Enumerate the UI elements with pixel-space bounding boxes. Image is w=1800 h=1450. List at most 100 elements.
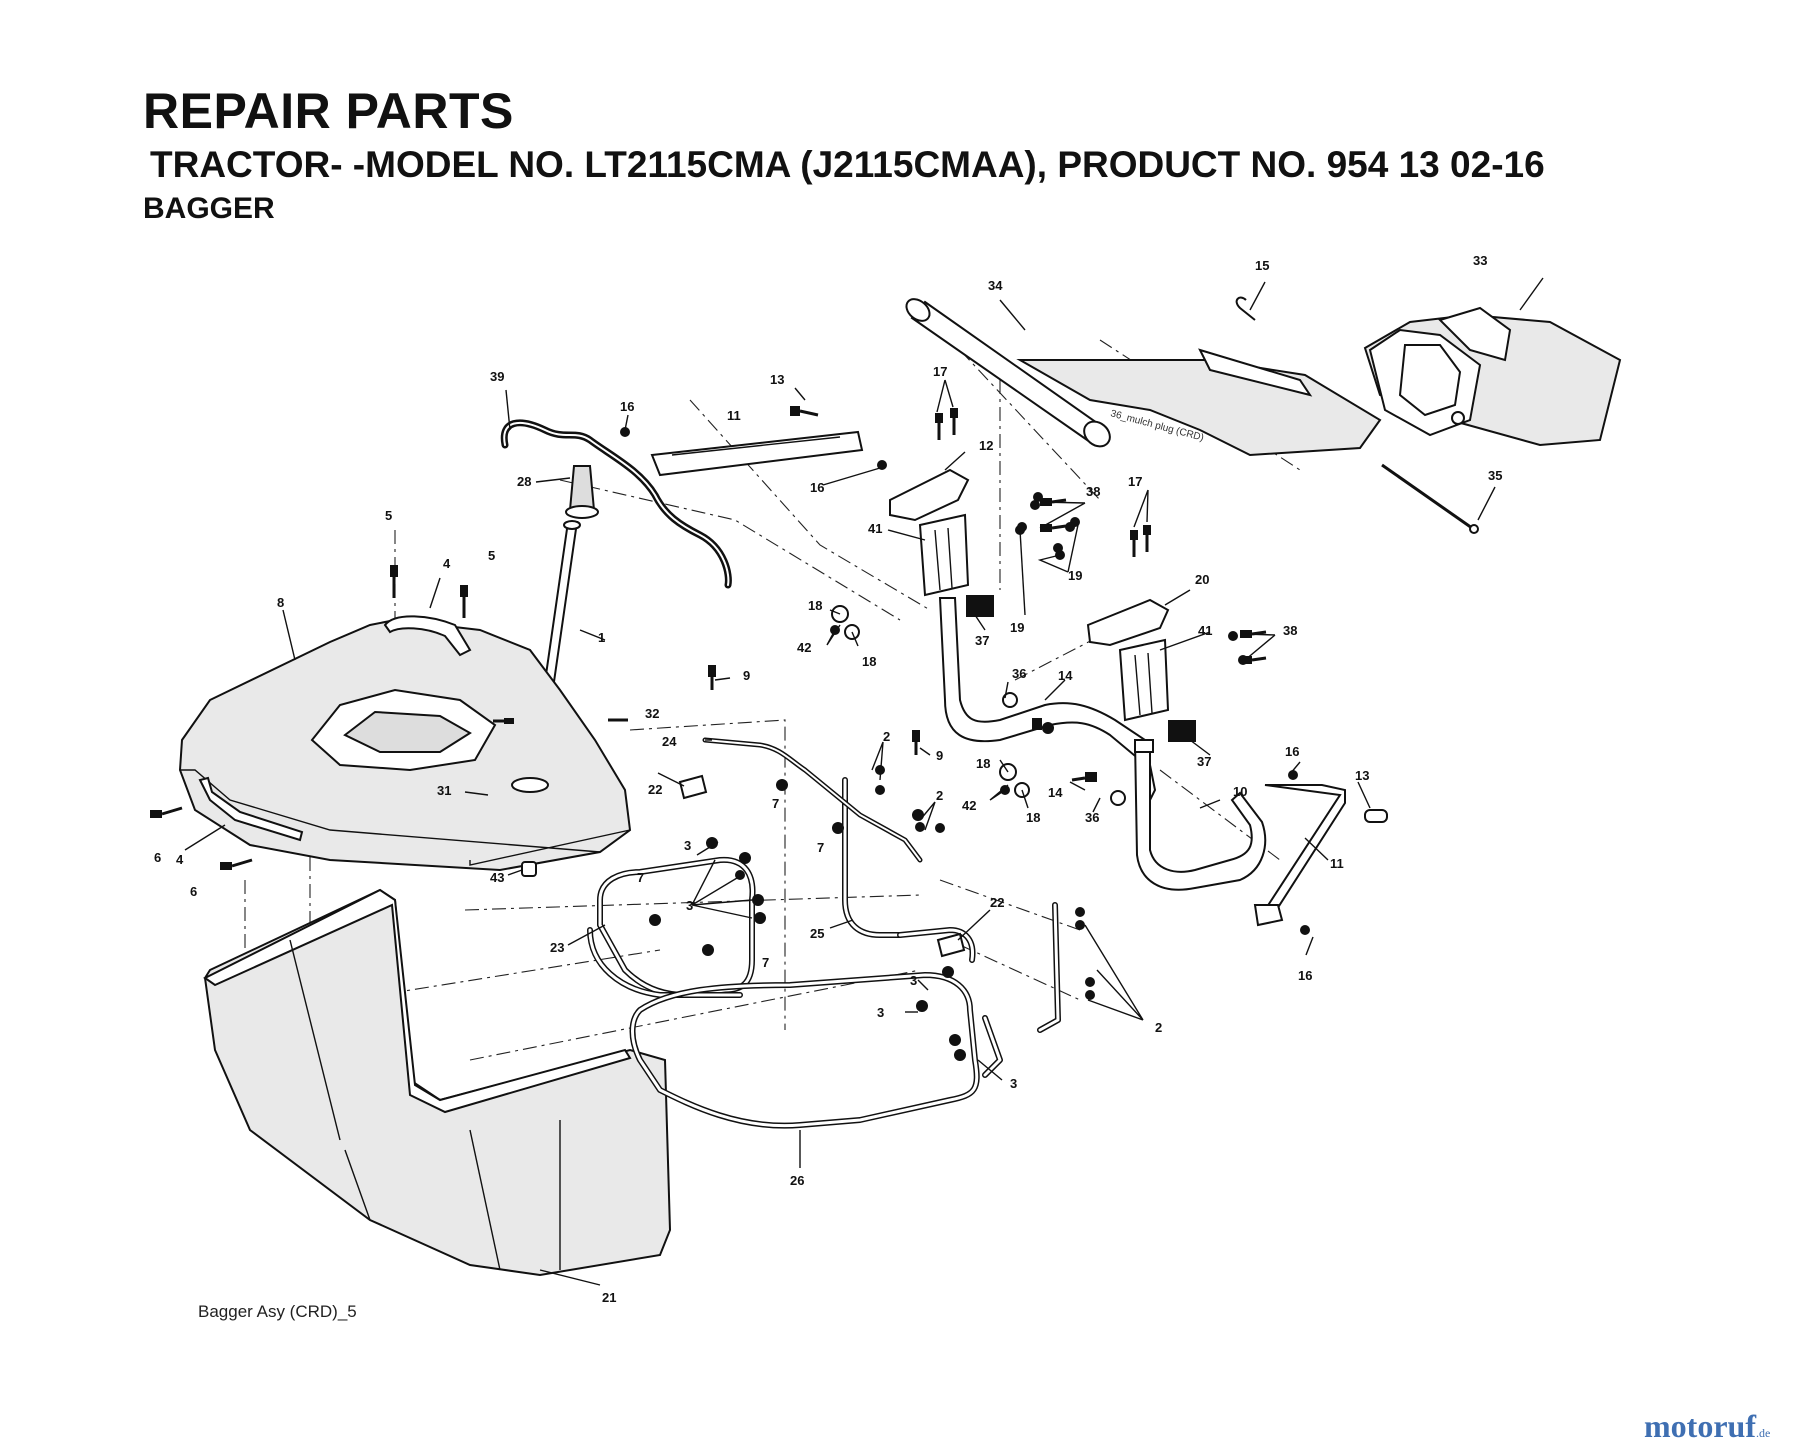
callout-label: 4	[443, 556, 451, 571]
callout-label: 2	[936, 788, 943, 803]
callout-label: 34	[988, 278, 1003, 293]
callout-label: 37	[1197, 754, 1211, 769]
callout-label: 9	[743, 668, 750, 683]
watermark-suffix: .de	[1755, 1426, 1771, 1440]
callout-label: 25	[810, 926, 824, 941]
callout-label: 10	[1233, 784, 1247, 799]
mulch-plug-tube	[905, 298, 1382, 457]
callout-label: 11	[1330, 856, 1344, 871]
callout-label: 7	[762, 955, 769, 970]
callout-label: 42	[797, 640, 811, 655]
callout-label: 43	[490, 870, 504, 885]
callout-label: 36	[1085, 810, 1099, 825]
callout-label: 39	[490, 369, 504, 384]
pad-upper	[966, 595, 994, 617]
callout-label: 16	[1285, 744, 1299, 759]
callout-label: 7	[772, 796, 779, 811]
callout-label: 16	[1298, 968, 1312, 983]
diagram-caption: Bagger Asy (CRD)_5	[198, 1302, 357, 1321]
callout-label: 5	[385, 508, 392, 523]
callout-label: 21	[602, 1290, 616, 1305]
pad-lower	[1168, 720, 1196, 742]
rubber-bumper	[521, 861, 537, 877]
bagger-cover	[178, 618, 632, 872]
callout-label: 5	[488, 548, 495, 563]
callout-label: 7	[817, 840, 824, 855]
callout-label: 13	[1355, 768, 1369, 783]
callout-label: 18	[862, 654, 876, 669]
bracket-clamp-lower	[1086, 598, 1170, 647]
watermark-text: motoruf	[1644, 1408, 1756, 1444]
callout-label: 37	[975, 633, 989, 648]
top-frame-rod	[702, 737, 923, 863]
callout-label: 26	[790, 1173, 804, 1188]
callout-label: 22	[648, 782, 662, 797]
model-subtitle: TRACTOR- -MODEL NO. LT2115CMA (J2115CMAA…	[150, 144, 1545, 185]
callout-label: 17	[1128, 474, 1142, 489]
mount-plate-lower	[1118, 638, 1170, 722]
callout-label: 31	[437, 783, 451, 798]
callout-label: 3	[684, 838, 691, 853]
callout-label: 32	[645, 706, 659, 721]
callout-label: 20	[1195, 572, 1209, 587]
callout-label: 28	[517, 474, 531, 489]
callout-label: 7	[637, 870, 644, 885]
callout-label: 35	[1488, 468, 1502, 483]
site-watermark: motoruf.de	[1644, 1408, 1770, 1445]
assembly-line	[629, 719, 786, 1030]
assembly-line	[1159, 769, 1281, 861]
callout-label: 3	[686, 898, 693, 913]
callout-label: 36	[1012, 666, 1026, 681]
callout-label: 3	[910, 973, 917, 988]
section-label: BAGGER	[143, 192, 275, 225]
callout-label: 23	[550, 940, 564, 955]
callout-label: 42	[962, 798, 976, 813]
callout-label: 6	[190, 884, 197, 899]
callout-label: 3	[1010, 1076, 1017, 1091]
callout-label: 14	[1048, 785, 1063, 800]
page-title: REPAIR PARTS	[143, 83, 514, 139]
callout-label: 1	[598, 630, 605, 645]
callout-label: 41	[1198, 623, 1212, 638]
lower-bracket	[1263, 784, 1346, 923]
callout-label: 18	[808, 598, 822, 613]
callout-label: 33	[1473, 253, 1487, 268]
main-mount-frame	[938, 597, 1267, 891]
hairpin-clip	[1235, 296, 1256, 321]
callout-label: 8	[277, 595, 284, 610]
callout-label: 16	[810, 480, 824, 495]
callout-label: 2	[883, 729, 890, 744]
bagger-frame-rods	[587, 777, 1061, 1129]
callout-label: 11	[727, 408, 741, 423]
clip-left	[678, 774, 708, 800]
callout-label: 12	[979, 438, 993, 453]
callout-label: 19	[1010, 620, 1024, 635]
assembly-line	[959, 944, 1081, 1001]
callout-label: 19	[1068, 568, 1082, 583]
chute-deflector	[1363, 306, 1622, 447]
callout-label: 6	[154, 850, 161, 865]
chute-pin-end	[1469, 524, 1479, 534]
callout-leaders	[184, 277, 1544, 1286]
callout-label: 2	[1155, 1020, 1162, 1035]
callout-label: 9	[936, 748, 943, 763]
bagger-bag	[203, 888, 672, 1277]
lift-cable	[500, 419, 732, 589]
mount-plate-upper	[918, 513, 970, 597]
callout-label: 15	[1255, 258, 1269, 273]
callout-label: 4	[176, 852, 184, 867]
callout-label: 18	[976, 756, 990, 771]
assembly-line	[939, 879, 1081, 931]
callout-label: 22	[990, 895, 1004, 910]
callout-label: 41	[868, 521, 882, 536]
upper-bracket	[650, 430, 864, 477]
assembly-line	[959, 349, 1101, 501]
assembly-line	[469, 969, 921, 1061]
callout-label: 16	[620, 399, 634, 414]
bagger-top-bar	[383, 615, 472, 657]
callout-label: 3	[877, 1005, 884, 1020]
callout-label: 38	[1086, 484, 1100, 499]
bagger-side-bar	[198, 776, 304, 842]
